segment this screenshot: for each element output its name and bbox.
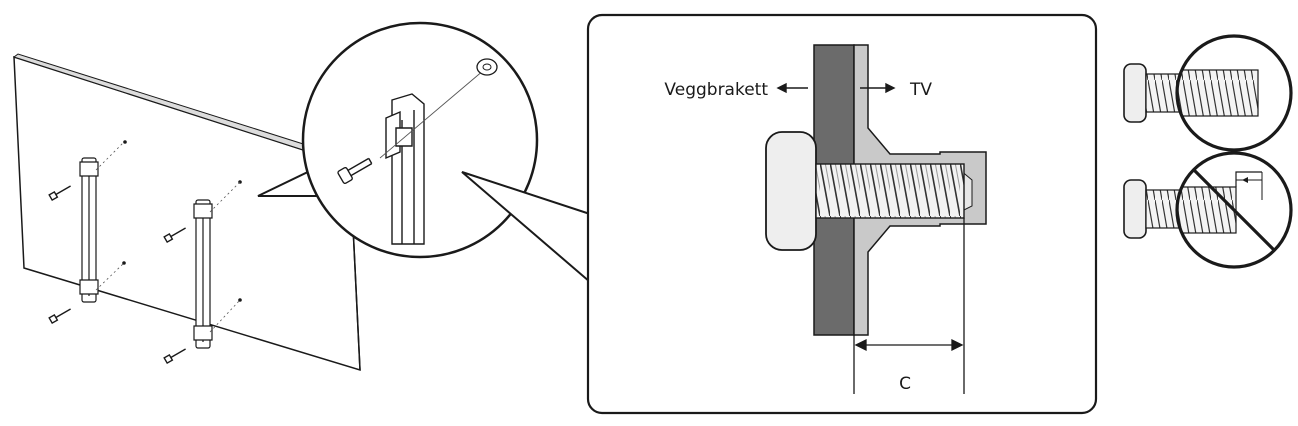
correct-screw-icon	[1123, 34, 1293, 152]
screw-icon	[48, 185, 186, 365]
screw-head	[765, 131, 817, 251]
wall-bracket-right	[193, 199, 213, 349]
dimension-c-label: C	[899, 374, 911, 394]
wall-bracket-left	[79, 157, 99, 303]
prohibited-icon	[1123, 151, 1293, 269]
tv-label: TV	[909, 80, 932, 100]
tv-panel-icon	[12, 53, 361, 372]
wall-bracket-label: Veggbrakett	[664, 80, 768, 100]
magnifier-circle-icon	[257, 21, 539, 259]
screw-thread	[815, 163, 965, 219]
cross-section-detail: Veggbrakett TV C	[586, 13, 1098, 415]
